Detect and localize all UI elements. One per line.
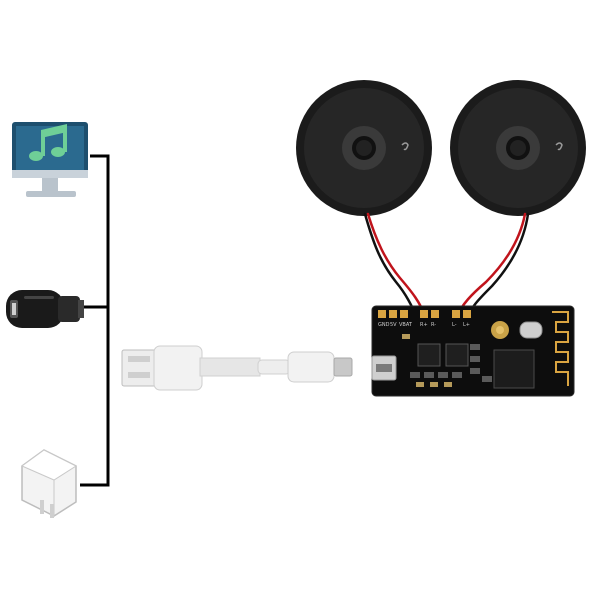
speaker-wires: [363, 212, 530, 322]
pin-label-l-minus: L-: [452, 322, 457, 328]
amp-chip-2: [445, 343, 469, 367]
wire-right-black: [464, 212, 530, 322]
bt-chip: [493, 349, 535, 389]
music-note-icon: [29, 124, 67, 161]
crystal: [519, 321, 543, 339]
pin-label-gnd: GND: [378, 322, 390, 328]
pin-label-r-minus: R-: [431, 322, 436, 328]
bluetooth-antenna-icon: [552, 311, 569, 386]
bus-line: [80, 154, 110, 487]
pin-label-l-plus: L+: [463, 322, 470, 328]
car-charger-icon: [6, 290, 84, 328]
wire-right-red: [454, 212, 527, 320]
computer-music-icon: [12, 122, 88, 197]
wire-left-red: [366, 212, 428, 320]
wall-adapter-icon: [21, 449, 78, 518]
pin-label-vbat: VBAT: [399, 322, 413, 328]
bluetooth-audio-board-icon: GND 5V VBAT R+ R- L- L+: [371, 305, 575, 397]
speaker-right-icon: [450, 80, 586, 216]
amp-chip-1: [417, 343, 441, 367]
pin-headers: [378, 310, 471, 318]
pin-label-r-plus: R+: [420, 322, 428, 328]
usb-micro-cable-icon: [121, 345, 353, 391]
pin-label-5v: 5V: [390, 322, 397, 328]
power-bus: [80, 154, 110, 487]
speaker-left-icon: [296, 80, 432, 216]
